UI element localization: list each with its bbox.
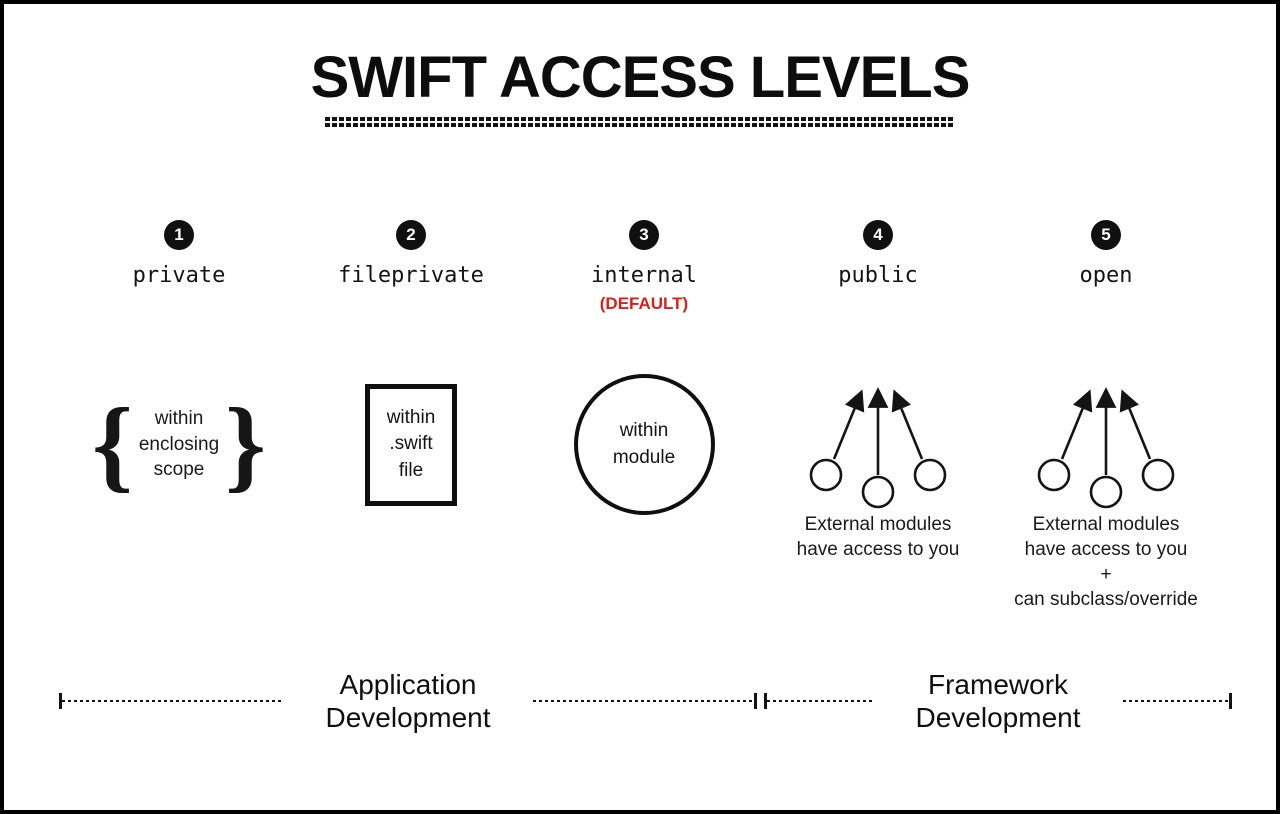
- level-number-badge: 3: [629, 220, 659, 250]
- level-number-badge: 1: [164, 220, 194, 250]
- range-start-tick: [764, 693, 767, 710]
- module-circle: within module: [573, 374, 715, 515]
- dashed-line: [532, 700, 755, 703]
- level-column-private: 1 private { within enclosing scope }: [59, 220, 299, 496]
- shape-text: within enclosing scope: [138, 408, 220, 481]
- dashed-line: [62, 700, 284, 703]
- range-end-tick: [1229, 693, 1233, 710]
- level-number-badge: 4: [863, 220, 893, 250]
- level-number-badge: 5: [1091, 220, 1121, 250]
- level-number-badge: 2: [396, 220, 426, 250]
- default-note: (DEFAULT): [599, 294, 689, 313]
- range-end-tick: [754, 693, 758, 710]
- level-label: open: [1079, 263, 1133, 288]
- level-label: private: [132, 263, 226, 288]
- level-label: internal: [591, 263, 697, 288]
- level-column-open: 5 open External modules have access to y…: [986, 220, 1226, 610]
- title-underline: [325, 116, 955, 127]
- swift-file-box: within .swift file: [365, 383, 457, 506]
- external-access-subclass-caption: External modules have access to you + ca…: [1014, 514, 1198, 611]
- application-development-label: Application Development: [325, 669, 491, 734]
- arrows-to-center-icon: [809, 386, 947, 508]
- page-title: SWIFT ACCESS LEVELS: [310, 45, 971, 110]
- dashed-line: [1122, 700, 1230, 703]
- braces-shape: { within enclosing scope }: [59, 362, 299, 527]
- level-column-internal: 3 internal (DEFAULT) within module: [524, 220, 764, 515]
- external-access-caption: External modules have access to you: [796, 514, 960, 561]
- file-box-shape: within .swift file: [291, 362, 531, 527]
- level-column-public: 4 public External modules have access to…: [758, 220, 998, 560]
- right-brace-icon: }: [225, 386, 266, 502]
- module-circle-shape: within module: [524, 362, 764, 527]
- application-development-range: Application Development: [59, 668, 758, 734]
- level-column-fileprivate: 2 fileprivate within .swift file: [291, 220, 531, 506]
- level-label: fileprivate: [338, 263, 484, 288]
- framework-development-label: Framework Development: [915, 669, 1081, 734]
- range-start-tick: [59, 693, 62, 710]
- level-label: public: [838, 263, 918, 288]
- left-brace-icon: {: [92, 386, 133, 502]
- external-arrows-shape: [986, 362, 1226, 527]
- arrows-to-center-icon: [1037, 386, 1175, 508]
- header: SWIFT ACCESS LEVELS: [4, 45, 1276, 127]
- external-arrows-shape: [758, 362, 998, 527]
- dashed-line: [767, 700, 874, 703]
- framework-development-range: Framework Development: [764, 668, 1233, 734]
